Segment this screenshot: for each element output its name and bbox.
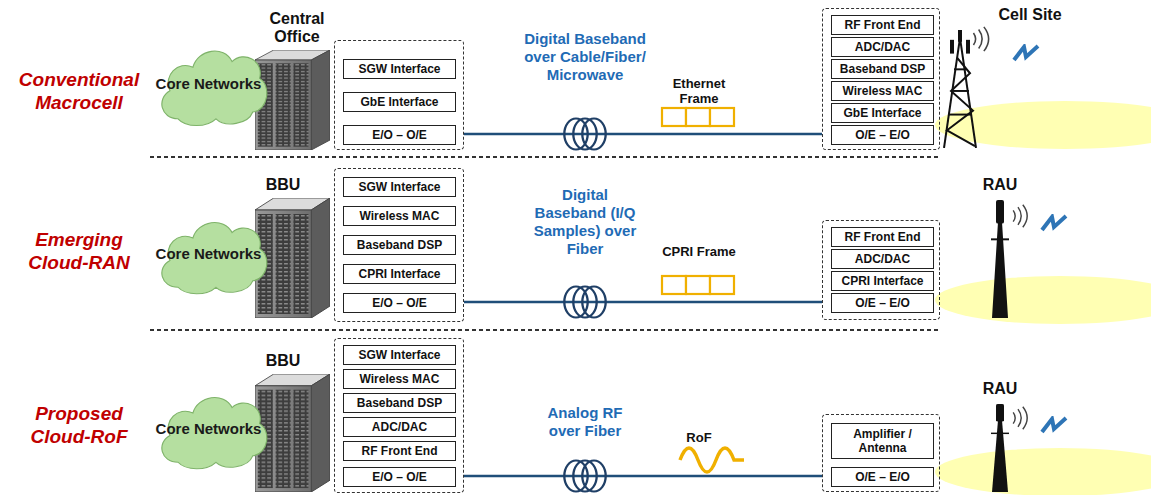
- link-label: Analog RF over Fiber: [530, 404, 640, 440]
- function-box: GbE Interface: [831, 103, 934, 123]
- box-label: Baseband DSP: [840, 62, 925, 76]
- box-label: O/E – E/O: [855, 470, 910, 484]
- cloud-label: Core Networks: [156, 420, 270, 438]
- box-label: GbE Interface: [843, 106, 921, 120]
- site-label: Cell Site: [985, 6, 1075, 24]
- equipment-group: Amplifier / AntennaO/E – E/O: [822, 414, 940, 492]
- frame-label: Ethernet Frame: [660, 76, 738, 106]
- function-box: Amplifier / Antenna: [831, 423, 934, 459]
- box-label: Baseband DSP: [357, 396, 442, 410]
- box-label: E/O – O/E: [372, 470, 427, 484]
- function-box: ADC/DAC: [343, 417, 456, 437]
- box-label: SGW Interface: [358, 180, 440, 194]
- fiber-link: [464, 475, 822, 478]
- function-box: SGW Interface: [343, 345, 456, 365]
- box-label: E/O – O/E: [372, 296, 427, 310]
- link-label: Digital Baseband (I/Q Samples) over Fibe…: [526, 186, 644, 258]
- function-box: Baseband DSP: [343, 393, 456, 413]
- architecture-title: Emerging Cloud-RAN: [4, 228, 154, 274]
- box-label: CPRI Interface: [841, 274, 923, 288]
- box-label: Wireless MAC: [360, 209, 440, 223]
- box-label: RF Front End: [845, 18, 921, 32]
- cloud-label: Core Networks: [156, 245, 270, 263]
- function-box: O/E – E/O: [831, 125, 934, 145]
- frame-label: CPRI Frame: [660, 244, 738, 259]
- function-box: O/E – E/O: [831, 293, 934, 313]
- box-label: RF Front End: [362, 444, 438, 458]
- link-label: Digital Baseband over Cable/Fiber/ Micro…: [508, 30, 662, 84]
- box-label: SGW Interface: [358, 348, 440, 362]
- box-label: GbE Interface: [360, 95, 438, 109]
- network-cloud: Core Networks: [155, 210, 270, 298]
- architecture-title: Conventional Macrocell: [4, 68, 154, 114]
- function-box: Baseband DSP: [343, 235, 456, 255]
- box-label: Amplifier / Antenna: [835, 427, 930, 455]
- function-box: Wireless MAC: [343, 369, 456, 389]
- equipment-group: SGW InterfaceWireless MAC Baseband DSP ADC…: [334, 338, 464, 493]
- box-label: ADC/DAC: [372, 420, 427, 434]
- function-box: SGW Interface: [343, 59, 456, 79]
- box-label: ADC/DAC: [855, 40, 910, 54]
- function-box: Baseband DSP: [831, 59, 934, 79]
- function-box: O/E – E/O: [831, 467, 934, 487]
- function-box: Wireless MAC: [831, 81, 934, 101]
- function-box: CPRI Interface: [343, 264, 456, 284]
- box-label: Baseband DSP: [357, 238, 442, 252]
- equipment-group: RF Front EndADC/DAC Baseband DSP Wireless …: [822, 8, 940, 150]
- box-label: ADC/DAC: [855, 252, 910, 266]
- function-box: RF Front End: [831, 15, 934, 35]
- function-box: RF Front End: [343, 441, 456, 461]
- site-label: RAU: [972, 176, 1028, 194]
- box-label: CPRI Interface: [358, 267, 440, 281]
- site-label: BBU: [258, 176, 308, 194]
- box-label: RF Front End: [845, 230, 921, 244]
- network-cloud: Core Networks: [155, 385, 270, 473]
- equipment-group: SGW InterfaceWireless MAC Baseband DSP CPR…: [334, 168, 464, 322]
- frame-label: RoF: [660, 430, 738, 445]
- site-label: Central Office: [258, 10, 336, 46]
- function-box: CPRI Interface: [831, 271, 934, 291]
- network-cloud: Core Networks: [155, 38, 270, 130]
- box-label: O/E – E/O: [855, 296, 910, 310]
- function-box: ADC/DAC: [831, 37, 934, 57]
- function-box: E/O – O/E: [343, 125, 456, 145]
- cloud-label: Core Networks: [156, 75, 270, 93]
- box-label: SGW Interface: [358, 62, 440, 76]
- fiber-link: [464, 301, 822, 304]
- box-label: Wireless MAC: [843, 84, 923, 98]
- box-label: O/E – E/O: [855, 128, 910, 142]
- function-box: SGW Interface: [343, 177, 456, 197]
- function-box: RF Front End: [831, 227, 934, 247]
- site-label: RAU: [972, 380, 1028, 398]
- function-box: Wireless MAC: [343, 206, 456, 226]
- equipment-group: SGW InterfaceGbE InterfaceE/O – O/E: [334, 40, 464, 150]
- architecture-title: Proposed Cloud-RoF: [4, 402, 154, 448]
- box-label: E/O – O/E: [372, 128, 427, 142]
- fiber-link: [464, 133, 822, 136]
- function-box: GbE Interface: [343, 92, 456, 112]
- function-box: E/O – O/E: [343, 467, 456, 487]
- site-label: BBU: [258, 352, 308, 370]
- function-box: E/O – O/E: [343, 293, 456, 313]
- equipment-group: RF Front EndADC/DAC CPRI InterfaceO/E – E…: [822, 220, 940, 320]
- box-label: Wireless MAC: [360, 372, 440, 386]
- function-box: ADC/DAC: [831, 249, 934, 269]
